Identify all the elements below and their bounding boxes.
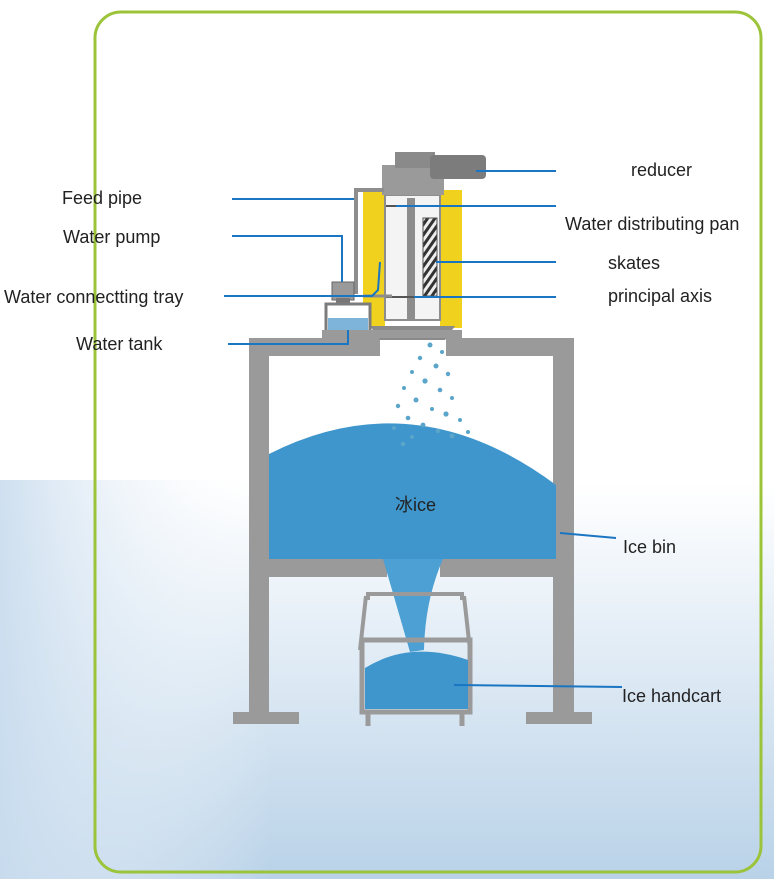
leader-water-tank (228, 330, 349, 345)
label-water-tank: Water tank (76, 334, 163, 354)
ice-funnel-stream (383, 559, 443, 652)
skate-blade (422, 217, 438, 297)
leader-ice-bin (559, 532, 617, 539)
machine-base-plate (322, 330, 462, 338)
label-feed-pipe: Feed pipe (62, 188, 143, 208)
label-water-connecting-tray: Water connectting tray (4, 287, 184, 307)
leader-ice-handcart (453, 684, 623, 688)
water-tank (324, 302, 372, 334)
leader-lines (224, 170, 623, 688)
ice-pile (269, 423, 556, 559)
diagram-frame (93, 10, 763, 874)
label-principal-axis: principal axis (608, 286, 713, 306)
ice-handcart (358, 592, 473, 726)
label-skates: skates (608, 253, 661, 273)
label-ice-inside-bin: 冰ice (395, 495, 437, 515)
label-ice-bin: Ice bin (623, 537, 677, 557)
leader-water-pump (232, 235, 343, 282)
leader-water-connecting-tray (224, 261, 381, 297)
falling-ice-flakes (392, 342, 470, 447)
label-reducer: reducer (631, 160, 693, 180)
label-water-distributing-pan: Water distributing pan (565, 214, 740, 234)
label-water-pump: Water pump (63, 227, 161, 247)
label-ice-handcart: Ice handcart (622, 686, 722, 706)
support-frame (233, 338, 592, 724)
